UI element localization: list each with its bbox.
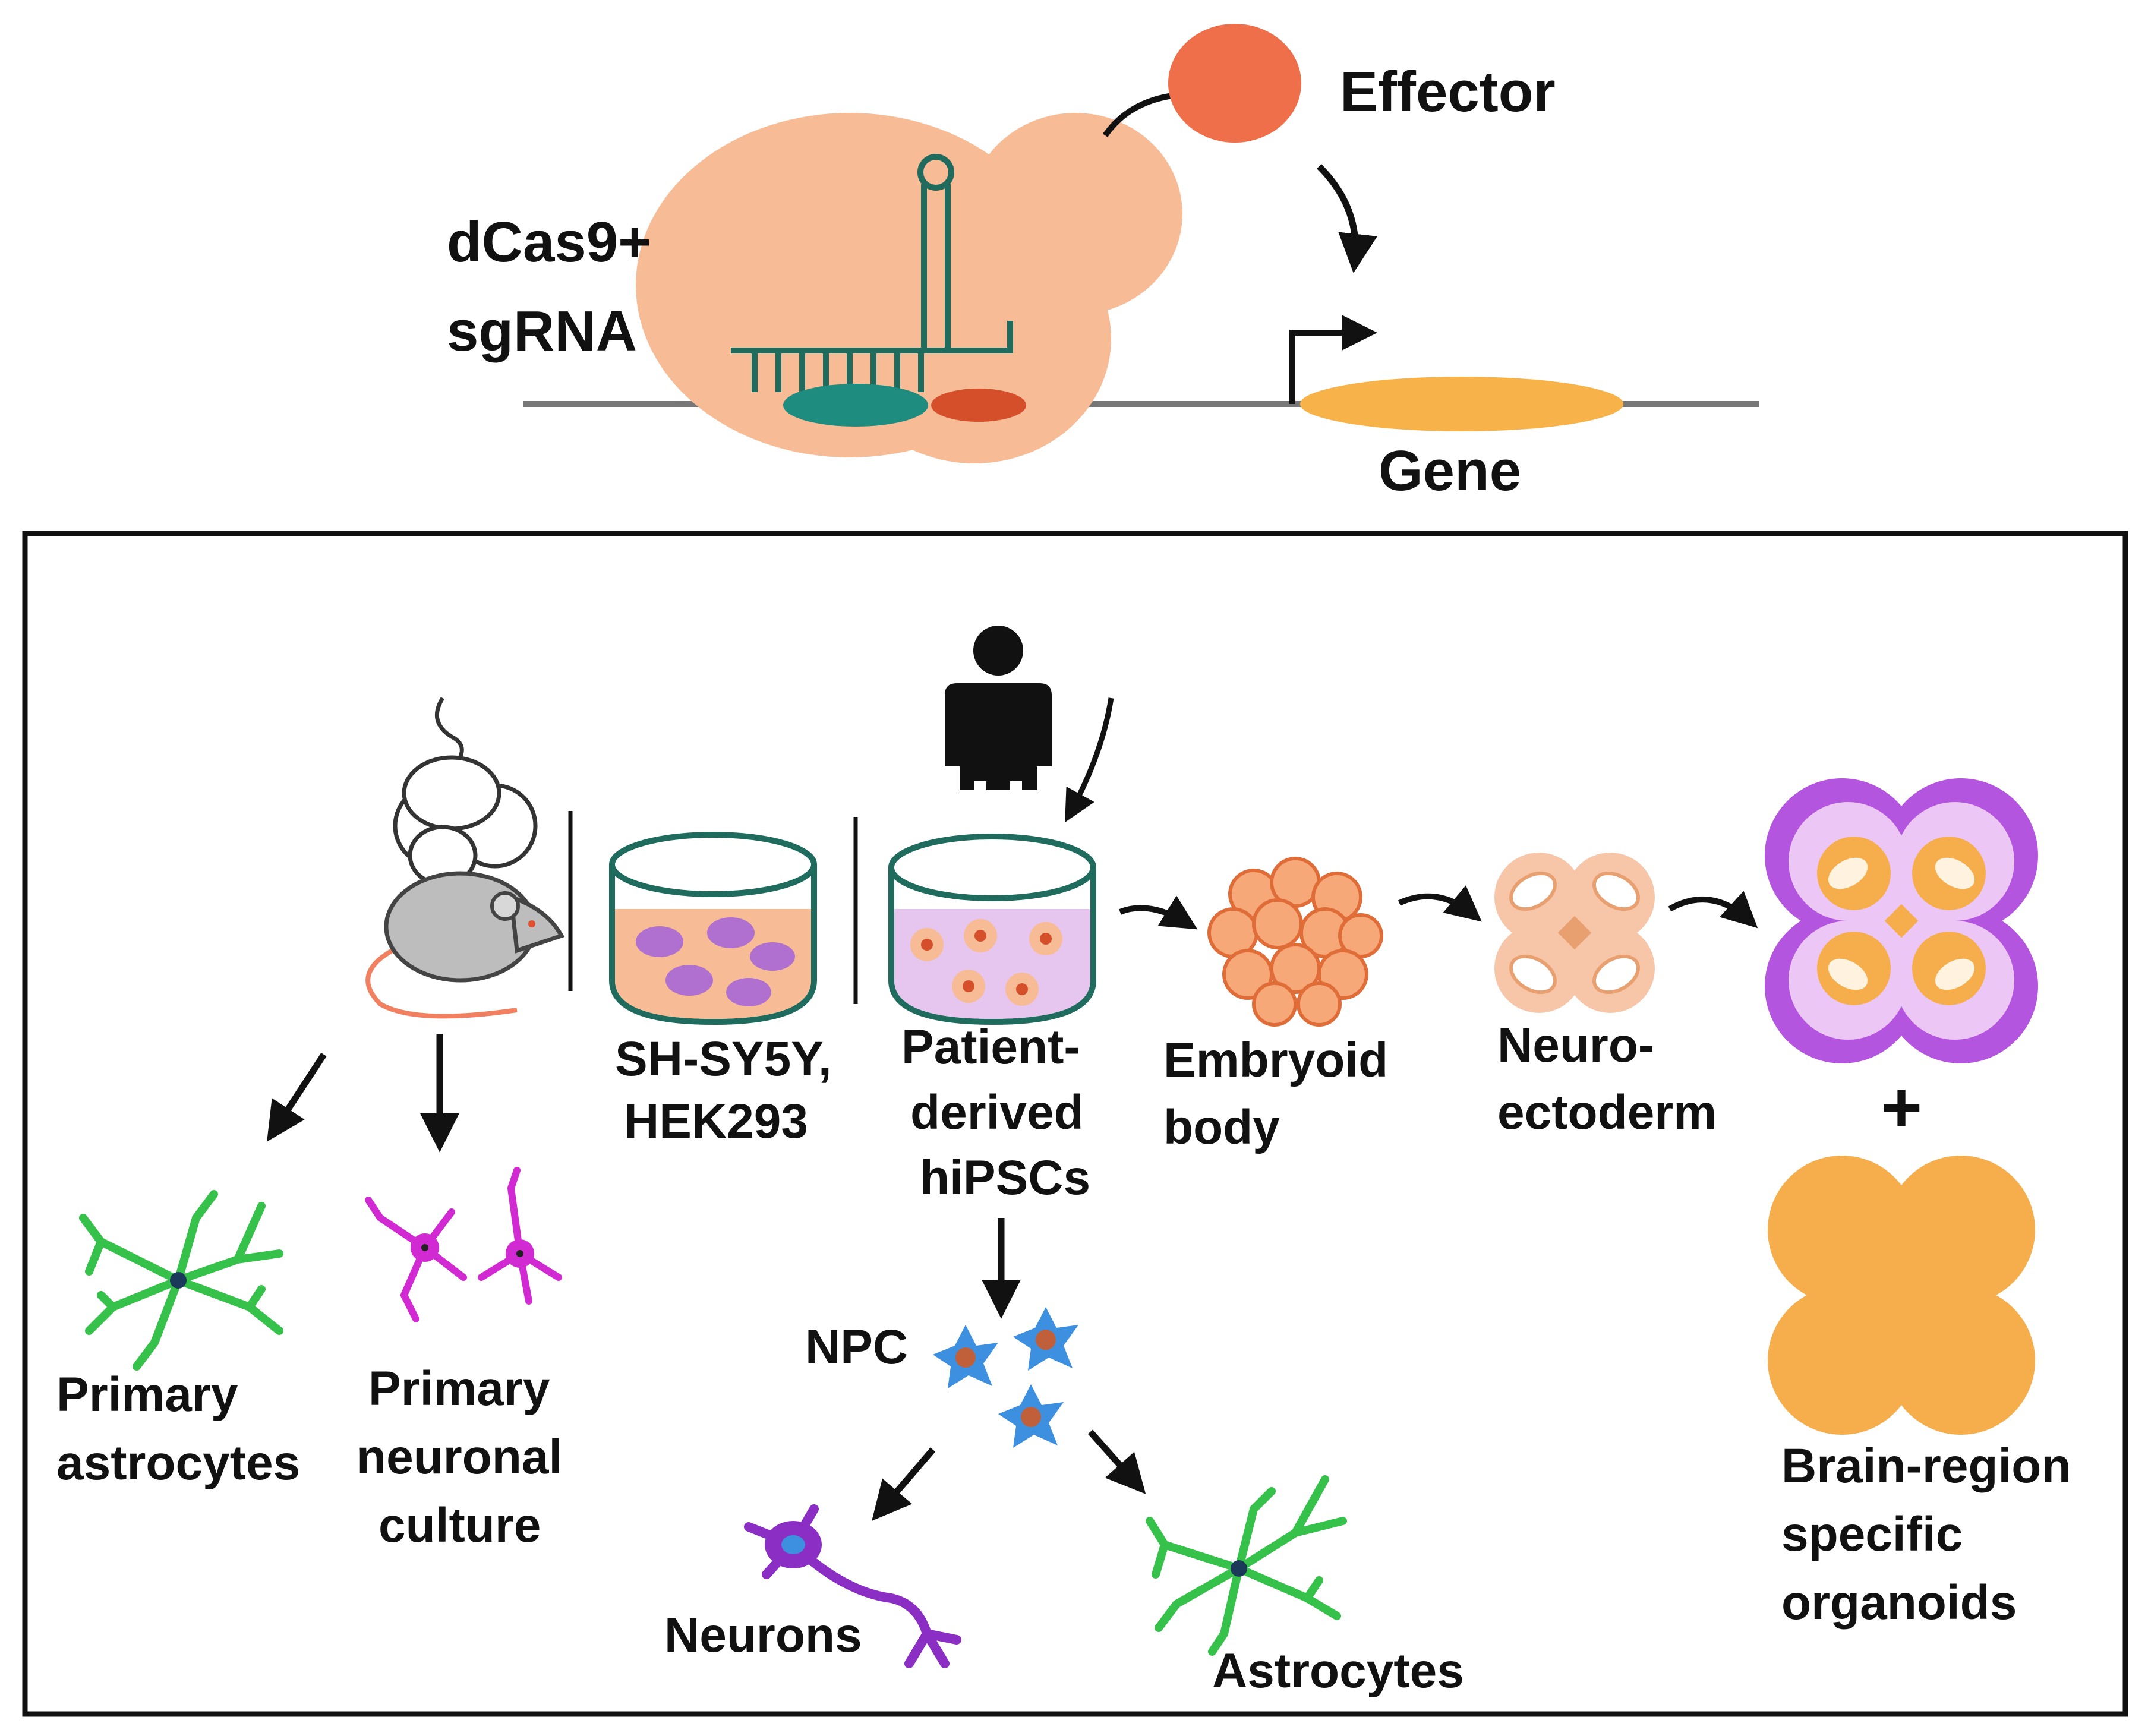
neuroectoderm-line2: ectoderm — [1497, 1085, 1717, 1140]
gene-label: Gene — [1379, 439, 1521, 503]
complex-label-line1: dCas9+ — [447, 210, 651, 274]
arrow-to-neuroectoderm — [1398, 885, 1482, 922]
organoid-line3: organoids — [1781, 1576, 2017, 1630]
neuroectoderm-line1: Neuro- — [1497, 1018, 1654, 1072]
cell-line-dish-icon — [609, 832, 817, 1025]
embryoid-line1: Embryoid — [1163, 1033, 1388, 1087]
transcription-start-arrow — [1289, 315, 1377, 404]
arrow-npc-to-astrocytes — [1087, 1429, 1146, 1494]
patient-arrow — [1065, 697, 1114, 823]
hipsc-dish-icon — [888, 834, 1096, 1025]
arrow-to-astrocytes — [267, 1052, 327, 1142]
arrow-npc-to-neurons — [872, 1447, 936, 1522]
primary-astrocyte-icon — [79, 1190, 283, 1371]
patient-person-icon — [945, 626, 1052, 790]
derived-astrocytes-label: Astrocytes — [1212, 1644, 1464, 1698]
models-panel-frame — [22, 531, 2128, 1717]
effector-label: Effector — [1340, 60, 1556, 124]
mechanism-panel: Effector Gene dCas9+ sgRNA — [447, 24, 1759, 503]
hipsc-line2: derived — [910, 1085, 1084, 1140]
gene-body — [1300, 377, 1623, 431]
effector-arrow — [1317, 164, 1377, 273]
primary-neuron-icon-2 — [478, 1167, 562, 1305]
primary-astrocytes-line1: Primary — [56, 1368, 238, 1422]
primary-neuronal-line2: neuronal — [357, 1430, 562, 1484]
organoid-line1: Brain-region — [1781, 1439, 2071, 1493]
plus-sign: + — [1881, 1068, 1922, 1147]
embryoid-body-icon — [1207, 857, 1383, 1027]
organoid-line2: specific — [1781, 1507, 1963, 1561]
sgrna — [731, 154, 1013, 392]
primary-neuronal-line3: culture — [378, 1498, 541, 1552]
npc-cells-icon — [933, 1307, 1078, 1448]
mouse-outline-icon — [393, 697, 538, 886]
neurons-label: Neurons — [664, 1608, 862, 1662]
pam-site — [931, 389, 1026, 422]
effector-protein — [1168, 24, 1301, 143]
npc-label: NPC — [805, 1320, 908, 1374]
region-specific-organoid-icon — [1768, 1156, 2035, 1435]
effector-linker — [1102, 92, 1177, 137]
neuroectoderm-icon — [1494, 853, 1655, 1013]
rat-icon — [365, 871, 565, 1019]
embryoid-line2: body — [1163, 1100, 1280, 1154]
hipsc-line3: hiPSCs — [920, 1151, 1090, 1205]
derived-neuron-icon — [744, 1504, 961, 1668]
primary-neuron-icon-1 — [365, 1197, 467, 1322]
primary-astrocytes-line2: astrocytes — [56, 1436, 300, 1490]
arrow-to-embryoid — [1119, 895, 1198, 930]
hipsc-line1: Patient- — [901, 1020, 1080, 1074]
brain-organoid-cross-section-icon — [1765, 778, 2038, 1063]
target-dna-site — [783, 384, 928, 427]
complex-label-line2: sgRNA — [447, 299, 637, 363]
derived-astrocyte-icon — [1146, 1475, 1347, 1656]
primary-neuronal-line1: Primary — [368, 1362, 550, 1416]
cell-lines-line2: HEK293 — [624, 1094, 808, 1148]
arrow-to-organoid — [1668, 891, 1758, 929]
cell-lines-line1: SH-SY5Y, — [615, 1032, 832, 1086]
